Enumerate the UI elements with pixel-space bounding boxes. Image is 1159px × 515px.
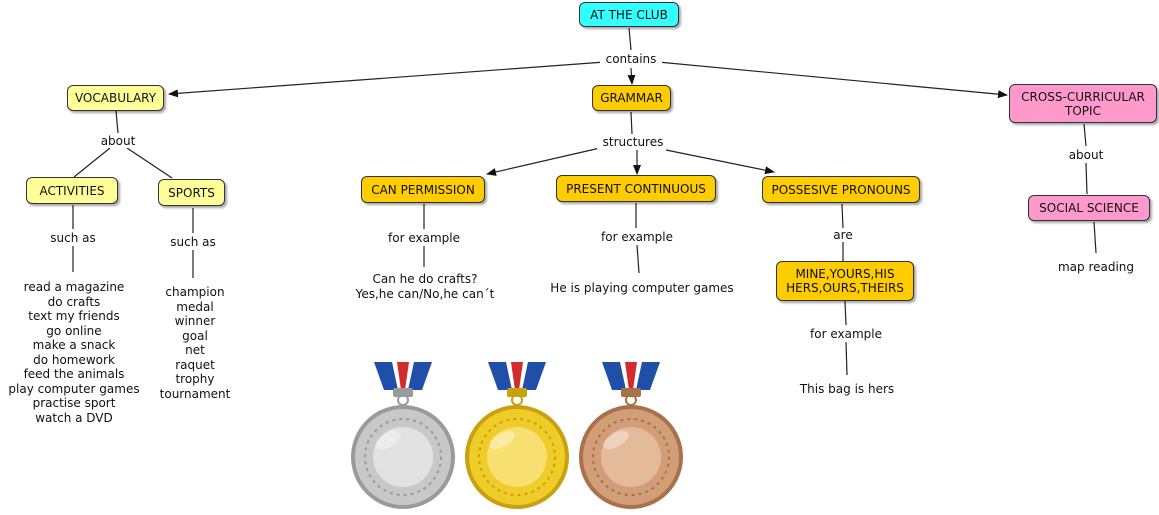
pronoun-example-text: This bag is hers (799, 382, 895, 396)
activity-item: feed the animals (23, 367, 125, 381)
sport-item: trophy (175, 372, 215, 386)
present-example-text: He is playing computer games (550, 281, 734, 295)
activity-item: go online (46, 323, 102, 338)
sport-item: tournament (159, 386, 231, 401)
can-permission-node[interactable]: CAN PERMISSION (361, 176, 485, 203)
root-node[interactable]: AT THE CLUB (579, 2, 679, 27)
link-label-structures: structures (597, 135, 669, 149)
activities-list: read a magazine do crafts text my friend… (2, 280, 146, 425)
cross-curricular-line-2: TOPIC (1065, 103, 1101, 118)
link-label-for-example-pronouns: for example (803, 327, 889, 341)
pronouns-list-node[interactable]: MINE,YOURS,HIS HERS,OURS,THEIRS (776, 261, 914, 301)
cross-curricular-node[interactable]: CROSS-CURRICULAR TOPIC (1009, 84, 1157, 123)
sport-item: raquet (175, 357, 215, 372)
activity-item: do homework (33, 352, 115, 367)
activity-item: play computer games (8, 381, 140, 396)
bronze-medal (579, 362, 683, 509)
sport-item: medal (176, 299, 214, 314)
vocabulary-node[interactable]: VOCABULARY (67, 85, 164, 111)
cross-curricular-line-1: CROSS-CURRICULAR (1021, 89, 1145, 104)
topic-example-text: map reading (1057, 260, 1135, 274)
link-label-for-example-present: for example (594, 230, 680, 244)
present-continuous-node[interactable]: PRESENT CONTINUOUS (556, 175, 716, 202)
link-label-contains: contains (600, 52, 662, 66)
gold-medal (465, 362, 569, 509)
link-label-about-topic: about (1064, 148, 1108, 162)
pronouns-line-2: HERS,OURS,THEIRS (786, 281, 904, 295)
possesive-pronouns-node[interactable]: POSSESIVE PRONOUNS (762, 176, 920, 203)
activity-item: text my friends (28, 309, 120, 323)
sport-item: net (185, 343, 205, 357)
sport-item: winner (174, 314, 216, 328)
sports-node[interactable]: SPORTS (158, 179, 225, 206)
sport-item: goal (182, 328, 208, 343)
sports-list: champion medal winner goal net raquet tr… (150, 285, 240, 401)
can-example-text: Can he do crafts? Yes,he can/No,he can´t (338, 272, 512, 301)
activity-item: do crafts (47, 294, 101, 309)
activities-node[interactable]: ACTIVITIES (26, 177, 118, 204)
silver-medal (351, 362, 455, 509)
activity-item: read a magazine (23, 280, 125, 294)
pronouns-line-1: MINE,YOURS,HIS (795, 267, 895, 281)
link-label-such-as-sports: such as (164, 235, 222, 249)
activity-item: practise sport (32, 396, 116, 410)
grammar-node[interactable]: GRAMMAR (592, 85, 671, 111)
sport-item: champion (165, 285, 225, 299)
link-label-are: are (826, 228, 860, 242)
link-label-about-vocabulary: about (96, 134, 140, 148)
link-label-for-example-can: for example (381, 231, 467, 245)
activity-item: make a snack (32, 338, 116, 352)
activity-item: watch a DVD (35, 410, 113, 425)
can-example-answer: Yes,he can/No,he can´t (355, 286, 495, 301)
link-label-such-as-activities: such as (44, 231, 102, 245)
can-example-question: Can he do crafts? (372, 272, 478, 286)
social-science-node[interactable]: SOCIAL SCIENCE (1028, 195, 1150, 221)
